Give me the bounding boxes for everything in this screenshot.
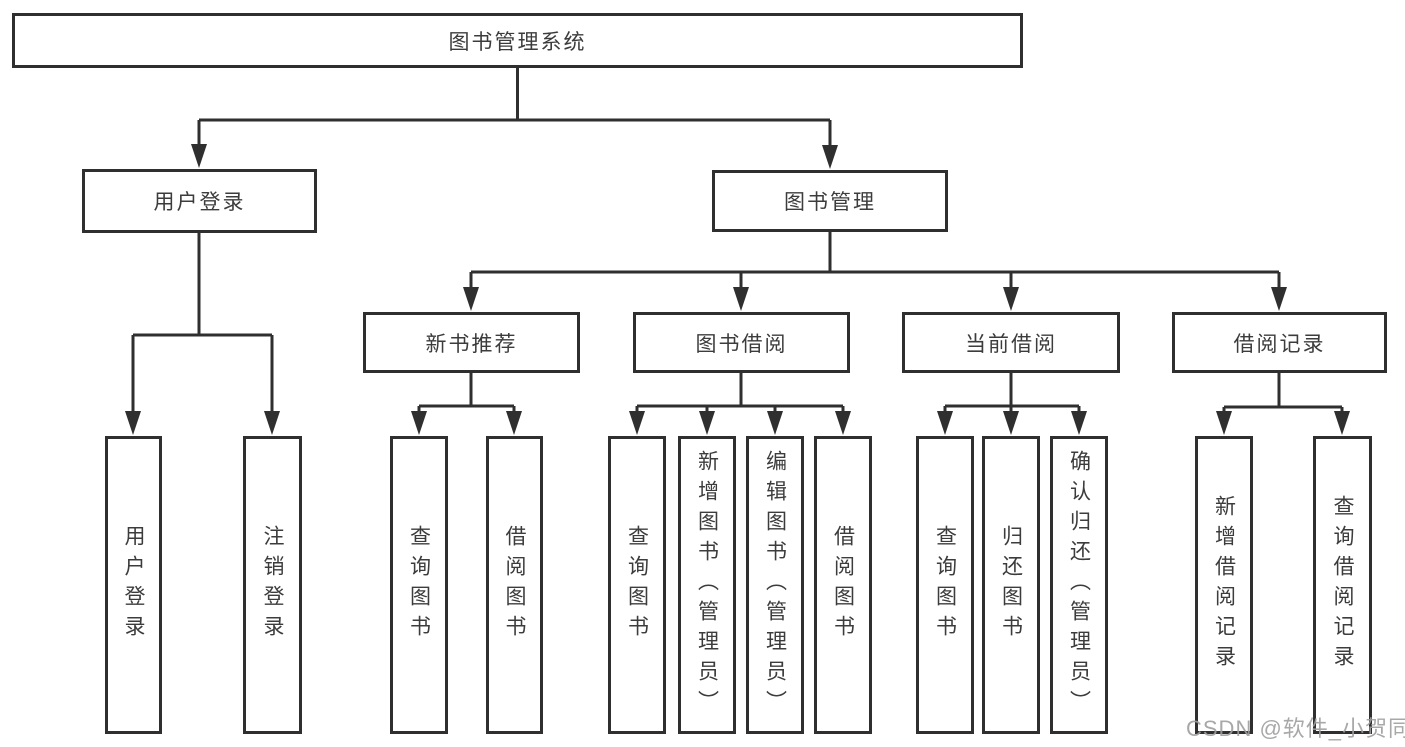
node-library-management-system: 图书管理系统 [12,13,1023,68]
connector-current-borrow-to-leaves [943,373,1081,412]
arrowheads [125,144,1350,435]
leaf-edit-books-admin: 编辑图书（管理员） [746,436,804,734]
node-book-management: 图书管理 [712,170,948,232]
leaf-user-login: 用户登录 [105,436,162,734]
arrowhead [411,411,427,435]
arrowhead [506,411,522,435]
leaf-label: 新增借阅记录 [1212,495,1236,675]
leaf-label: 确认归还（管理员） [1067,450,1091,720]
arrowhead [1071,411,1087,435]
node-user-login: 用户登录 [82,169,317,233]
leaf-logout: 注销登录 [243,436,302,734]
arrowhead [822,145,838,169]
leaf-label: 查询图书 [933,525,957,645]
connector-user-login-to-leaves [131,233,274,412]
leaf-label: 查询图书 [625,525,649,645]
watermark: CSDN @软件_小贺同学 [1186,716,1405,741]
arrowhead [1003,411,1019,435]
leaf-confirm-return-admin: 确认归还（管理员） [1050,436,1108,734]
node-current-borrowing: 当前借阅 [902,312,1120,373]
leaf-label: 新增图书（管理员） [695,450,719,720]
leaf-label: 用户登录 [122,525,145,645]
arrowhead [463,287,479,311]
leaf-add-borrow-record: 新增借阅记录 [1195,436,1253,734]
arrowhead [733,287,749,311]
leaf-add-books-admin: 新增图书（管理员） [678,436,736,734]
arrowhead [1334,411,1350,435]
node-book-borrowing: 图书借阅 [633,312,850,373]
connector-book-mgmt-to-level3 [469,232,1281,289]
node-label: 借阅记录 [1233,332,1326,356]
leaf-label: 注销登录 [261,525,284,645]
leaf-label: 编辑图书（管理员） [763,450,787,720]
arrowhead [1271,287,1287,311]
arrowhead [191,144,207,168]
arrowhead [264,411,280,435]
connector-root-to-level2 [197,68,832,146]
leaf-query-books-borrow: 查询图书 [608,436,666,734]
arrowhead [629,411,645,435]
connector-book-borrow-to-leaves [635,373,845,412]
node-label: 当前借阅 [965,332,1057,356]
leaf-query-books-recommend: 查询图书 [390,436,448,734]
arrowhead [699,411,715,435]
node-label: 图书借阅 [695,332,788,356]
leaf-label: 归还图书 [999,525,1023,645]
node-borrowing-records: 借阅记录 [1172,312,1387,373]
leaf-borrow-books-recommend: 借阅图书 [486,436,543,734]
node-label: 新书推荐 [425,332,518,356]
node-label: 图书管理系统 [448,30,587,54]
arrowhead [1003,287,1019,311]
leaf-label: 借阅图书 [831,525,855,645]
leaf-borrow-books: 借阅图书 [814,436,872,734]
arrowhead [835,411,851,435]
arrowhead [1216,411,1232,435]
node-label: 图书管理 [784,191,876,214]
connector-new-books-to-leaves [417,373,516,412]
leaf-query-books-current: 查询图书 [916,436,974,734]
node-label: 用户登录 [153,191,246,214]
leaf-label: 查询借阅记录 [1331,495,1354,675]
arrowhead [125,411,141,435]
arrowhead [767,411,783,435]
leaf-label: 查询图书 [407,525,431,645]
leaf-query-borrow-record: 查询借阅记录 [1313,436,1372,734]
connector-borrow-records-to-leaves [1222,373,1344,412]
leaf-return-books: 归还图书 [982,436,1040,734]
arrowhead [937,411,953,435]
node-new-book-recommendation: 新书推荐 [363,312,580,373]
leaf-label: 借阅图书 [503,525,526,645]
